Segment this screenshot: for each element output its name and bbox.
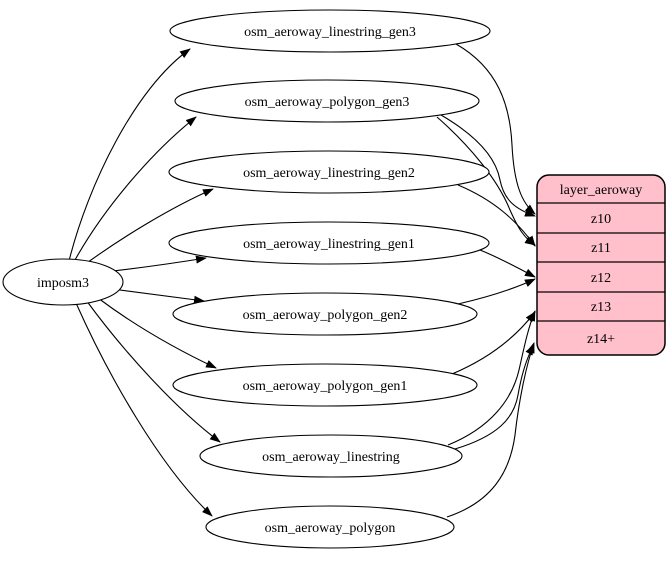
edge-osm_aeroway_linestring_gen2-to-z11 xyxy=(457,184,536,247)
edge-osm_aeroway_polygon_gen3-to-z10 xyxy=(440,114,536,217)
edge-imposm3-to-osm_aeroway_linestring_gen2 xyxy=(83,188,214,266)
node-ellipse-imposm3 xyxy=(2,258,124,306)
node-ellipse-osm_aeroway_linestring_gen2 xyxy=(168,150,490,194)
edge-imposm3-to-osm_aeroway_linestring_gen3 xyxy=(68,48,191,262)
edge-imposm3-to-osm_aeroway_polygon xyxy=(75,302,213,517)
node-osm_aeroway_polygon_gen2: osm_aeroway_polygon_gen2 xyxy=(172,292,478,336)
layer-edges xyxy=(436,43,536,518)
source-edges xyxy=(68,48,221,517)
node-label-osm_aeroway_linestring_gen3: osm_aeroway_linestring_gen3 xyxy=(244,25,416,40)
node-label-osm_aeroway_linestring_gen1: osm_aeroway_linestring_gen1 xyxy=(243,237,415,252)
node-osm_aeroway_linestring_gen1: osm_aeroway_linestring_gen1 xyxy=(168,221,490,265)
node-osm_aeroway_linestring_gen2: osm_aeroway_linestring_gen2 xyxy=(168,150,490,194)
node-ellipse-osm_aeroway_polygon xyxy=(205,505,455,549)
layer-row-z10: z10 xyxy=(591,212,611,227)
node-label-osm_aeroway_linestring: osm_aeroway_linestring xyxy=(262,450,400,465)
edge-osm_aeroway_polygon_gen3-to-z11 xyxy=(436,116,536,246)
node-osm_aeroway_polygon_gen3: osm_aeroway_polygon_gen3 xyxy=(174,79,480,123)
layer-row-z13: z13 xyxy=(591,300,611,315)
node-ellipse-osm_aeroway_polygon_gen1 xyxy=(172,363,478,407)
node-osm_aeroway_linestring_gen3: osm_aeroway_linestring_gen3 xyxy=(169,9,491,53)
edge-osm_aeroway_polygon-to-z14 xyxy=(446,342,535,518)
node-label-osm_aeroway_polygon: osm_aeroway_polygon xyxy=(265,521,396,536)
node-label-imposm3: imposm3 xyxy=(37,276,89,291)
node-osm_aeroway_polygon: osm_aeroway_polygon xyxy=(205,505,455,549)
layer-row-z14: z14+ xyxy=(587,332,615,347)
edge-imposm3-to-osm_aeroway_polygon_gen3 xyxy=(74,116,197,261)
edge-osm_aeroway_polygon_gen2-to-z12 xyxy=(457,278,536,305)
node-label-osm_aeroway_polygon_gen3: osm_aeroway_polygon_gen3 xyxy=(245,95,410,110)
edge-imposm3-to-osm_aeroway_linestring xyxy=(85,299,221,443)
node-ellipse-osm_aeroway_linestring xyxy=(199,434,463,478)
node-label-osm_aeroway_linestring_gen2: osm_aeroway_linestring_gen2 xyxy=(243,166,415,181)
node-ellipse-osm_aeroway_linestring_gen1 xyxy=(168,221,490,265)
edge-osm_aeroway_linestring_gen3-to-z10 xyxy=(455,43,536,215)
node-layer_aeroway: layer_aeroway z10 z11 z12 z13 z14+ xyxy=(536,174,666,356)
edge-imposm3-to-osm_aeroway_linestring_gen1 xyxy=(103,255,207,273)
node-label-osm_aeroway_polygon_gen2: osm_aeroway_polygon_gen2 xyxy=(243,308,408,323)
layer-row-z11: z11 xyxy=(591,241,611,256)
node-osm_aeroway_linestring: osm_aeroway_linestring xyxy=(199,434,463,478)
node-ellipse-osm_aeroway_polygon_gen2 xyxy=(172,292,478,336)
layer-box xyxy=(536,174,666,356)
edge-osm_aeroway_linestring-to-z14 xyxy=(454,344,535,450)
edge-imposm3-to-osm_aeroway_polygon_gen1 xyxy=(97,297,217,369)
node-ellipse-osm_aeroway_linestring_gen3 xyxy=(169,9,491,53)
edge-imposm3-to-osm_aeroway_polygon_gen2 xyxy=(111,288,205,304)
edge-osm_aeroway_linestring_gen1-to-z12 xyxy=(479,249,536,278)
layer-row-z12: z12 xyxy=(591,271,611,286)
layer-header-label: layer_aeroway xyxy=(560,183,642,198)
node-imposm3: imposm3 xyxy=(2,258,124,306)
node-osm_aeroway_polygon_gen1: osm_aeroway_polygon_gen1 xyxy=(172,363,478,407)
node-label-osm_aeroway_polygon_gen1: osm_aeroway_polygon_gen1 xyxy=(243,379,408,394)
edge-osm_aeroway_linestring-to-z13 xyxy=(447,310,536,446)
node-ellipse-osm_aeroway_polygon_gen3 xyxy=(174,79,480,123)
